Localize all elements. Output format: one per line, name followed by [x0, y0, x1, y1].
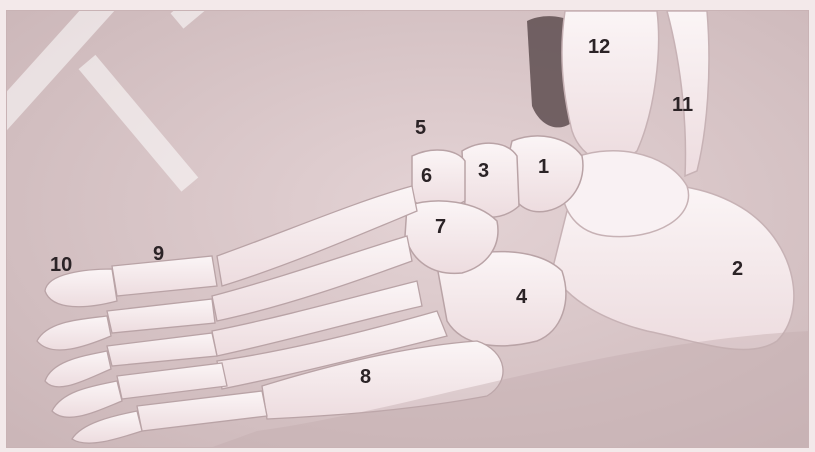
foot-skeleton-illustration [7, 11, 809, 448]
label-12: 12 [588, 37, 610, 57]
label-8: 8 [360, 367, 371, 387]
label-2: 2 [732, 259, 743, 279]
label-4: 4 [516, 287, 527, 307]
medial-cuneiform-bone [412, 150, 465, 208]
label-3: 3 [478, 161, 489, 181]
label-9: 9 [153, 244, 164, 264]
label-5: 5 [415, 118, 426, 138]
label-7: 7 [435, 217, 446, 237]
label-1: 1 [538, 157, 549, 177]
foot-skeleton-photo: 1 2 3 4 5 6 7 8 9 10 11 12 [6, 10, 809, 448]
label-6: 6 [421, 166, 432, 186]
label-10: 10 [50, 255, 72, 275]
label-11: 11 [672, 95, 693, 115]
